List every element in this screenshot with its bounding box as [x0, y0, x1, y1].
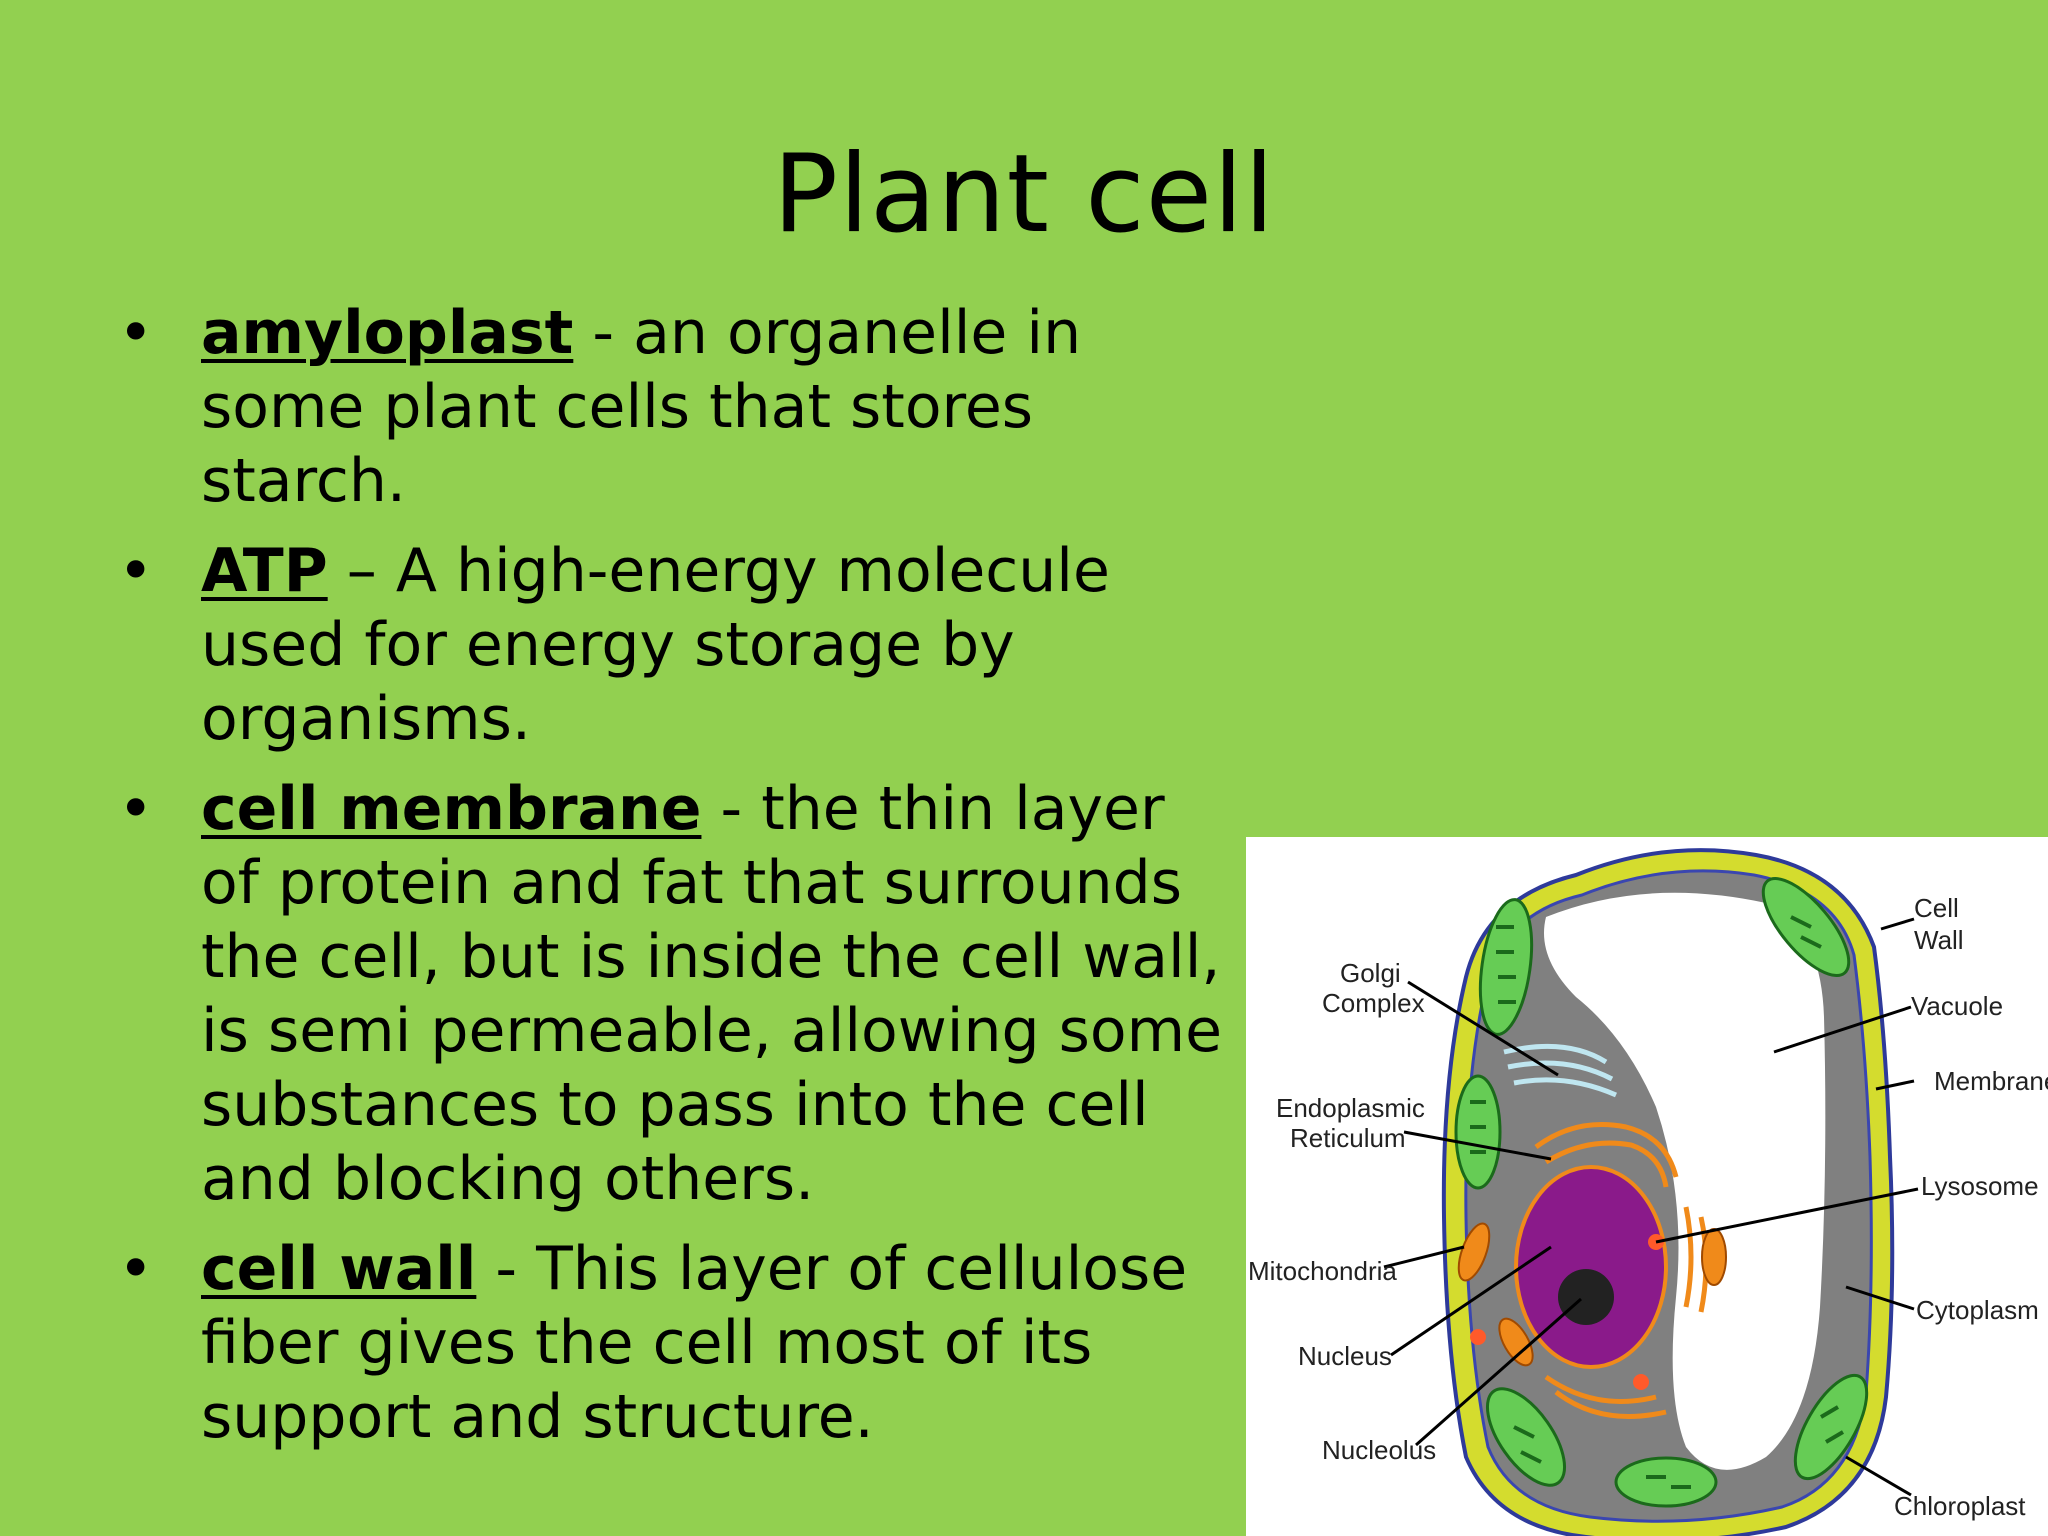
lysosome-group: [1470, 1234, 1664, 1390]
vacuole-shape: [1544, 892, 1826, 1470]
bullet-icon: •: [118, 298, 154, 368]
term-amyloplast: amyloplast: [201, 298, 574, 368]
list-item: • amyloplast - an organelle in some plant…: [118, 296, 1238, 518]
label-mitochondria: Mitochondria: [1248, 1256, 1397, 1286]
definition-amyloplast: - an organelle in some plant cells that …: [201, 298, 1082, 516]
plant-cell-diagram: Cell Wall Vacuole Membrane Lysosome Cyto…: [1246, 837, 2048, 1536]
term-atp: ATP: [201, 536, 328, 606]
slide-title: Plant cell: [772, 132, 1276, 257]
chloroplast-group: [1454, 877, 1869, 1508]
bullet-icon: •: [118, 1234, 154, 1304]
list-item: • cell wall - This layer of cellulose fib…: [118, 1232, 1238, 1454]
label-nucleolus: Nucleolus: [1322, 1435, 1436, 1465]
nucleus-shape: [1514, 1165, 1668, 1369]
label-er-line2: Reticulum: [1290, 1123, 1406, 1153]
bullet-icon: •: [118, 536, 154, 606]
endoplasmic-reticulum: [1534, 1122, 1709, 1419]
label-golgi-line2: Complex: [1322, 988, 1425, 1018]
term-cell-membrane: cell membrane: [201, 774, 702, 844]
label-vacuole: Vacuole: [1911, 991, 2003, 1021]
label-lysosome: Lysosome: [1921, 1171, 2039, 1201]
definition-cell-wall: - This layer of cellulose fiber gives th…: [201, 1234, 1188, 1452]
label-er-line1: Endoplasmic: [1276, 1093, 1425, 1123]
label-cell-wall-line2: Wall: [1914, 925, 1964, 955]
definition-cell-membrane: - the thin layer of protein and fat that…: [201, 774, 1222, 1214]
label-chloroplast: Chloroplast: [1894, 1491, 2026, 1521]
leader-lines: [1383, 917, 1919, 1497]
list-item: • cell membrane - the thin layer of prote…: [118, 772, 1238, 1216]
label-cell-wall-line1: Cell: [1914, 893, 1959, 923]
term-cell-wall: cell wall: [201, 1234, 477, 1304]
label-membrane: Membrane: [1934, 1066, 2048, 1096]
nucleolus-shape: [1558, 1269, 1614, 1325]
bullet-icon: •: [118, 774, 154, 844]
label-golgi-line1: Golgi: [1340, 958, 1401, 988]
list-item: • ATP – A high-energy molecule used for e…: [118, 534, 1238, 756]
definition-list: • amyloplast - an organelle in some plant…: [118, 296, 1238, 1470]
label-nucleus: Nucleus: [1298, 1341, 1392, 1371]
label-cytoplasm: Cytoplasm: [1916, 1295, 2039, 1325]
plant-cell-illustration: Cell Wall Vacuole Membrane Lysosome Cyto…: [1248, 848, 2048, 1536]
definition-atp: – A high-energy molecule used for energy…: [201, 536, 1110, 754]
thylakoid-marks: [1470, 915, 1845, 1489]
